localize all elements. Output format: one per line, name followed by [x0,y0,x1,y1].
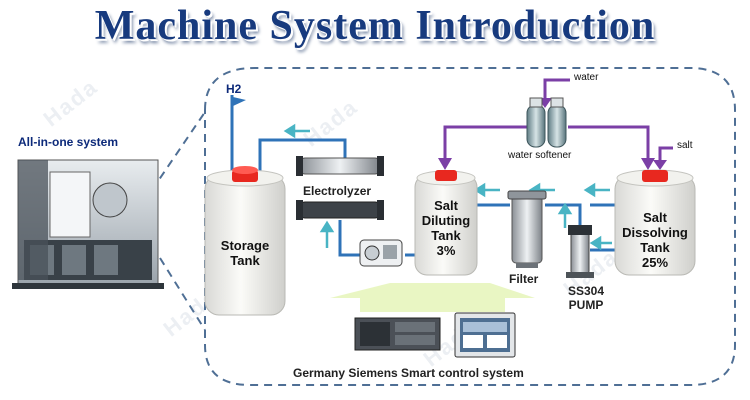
softener-to-dissolving-line [568,125,650,160]
storage-line2: Tank [230,253,260,268]
all-in-one-machine-illustration [12,159,164,289]
callout-line-top [151,111,206,191]
dissolving-line2: Dissolving [622,225,688,240]
storage-line1: Storage [220,238,270,253]
dissolving-feed-arrowhead [641,158,655,170]
pipe-electrolyzer-return [338,220,360,257]
filter-label: Filter [509,272,539,286]
dosing-pump-small [359,239,403,267]
siemens-plc [354,317,441,351]
h2-label: H2 [226,82,242,96]
cartridge-filter [507,190,547,268]
dissolving-tank-label: Salt Dissolving Tank 25% [615,210,695,270]
salt-diluting-tank [414,170,478,276]
storage-tank-label: Storage Tank [205,238,285,268]
electrolyzer-label: Electrolyzer [303,184,372,198]
flow-arrow-top-left [283,123,310,139]
callout-line-bottom [159,257,206,331]
all-in-one-label: All-in-one system [18,135,119,149]
dissolving-line1: Salt [643,210,667,225]
flow-arrow-up-electrolyzer [319,220,335,248]
softener-to-diluting-line [443,125,527,160]
water-softener-label: water softener [508,150,572,161]
pipe-storage-to-electrolyzer [258,138,347,175]
pump-label-line2: PUMP [568,298,604,312]
water-inlet-line [543,78,570,100]
salt-label: salt [677,140,693,151]
pump-label-line1: SS304 [568,284,605,298]
system-boundary [204,67,736,386]
siemens-hmi-panel [454,312,516,358]
diluting-line2: Diluting [421,213,471,228]
water-label: water [574,72,599,83]
control-system-label: Germany Siemens Smart control system [293,366,524,380]
flow-arrow-dissolving-left [583,182,610,198]
pump-label: SS304 PUMP [568,284,604,312]
page-title: Machine System Introduction [94,3,656,49]
storage-tank [204,166,286,316]
diluting-tank-label: Salt Diluting Tank 3% [415,198,477,258]
salt-arrowhead [653,160,667,170]
ss304-pump [566,225,594,278]
electrolyzer-cells [296,156,384,220]
flow-arrow-pump-up [557,202,573,228]
diluting-line3: Tank [431,228,461,243]
h2-flag-icon [230,95,246,112]
dissolving-line3: Tank [640,240,670,255]
flow-arrow-return-left [589,235,612,251]
water-softener [526,97,567,148]
diluting-feed-arrowhead [438,158,452,170]
flow-arrow-to-diluting [473,182,500,198]
control-highlight-arrow [330,283,535,312]
diluting-line4: 3% [436,243,456,258]
salt-dissolving-tank [614,169,696,276]
salt-inlet-line [658,146,673,162]
dissolving-line4: 25% [641,255,669,270]
pipe-filter-to-pump [545,203,582,232]
diluting-line1: Salt [434,198,458,213]
